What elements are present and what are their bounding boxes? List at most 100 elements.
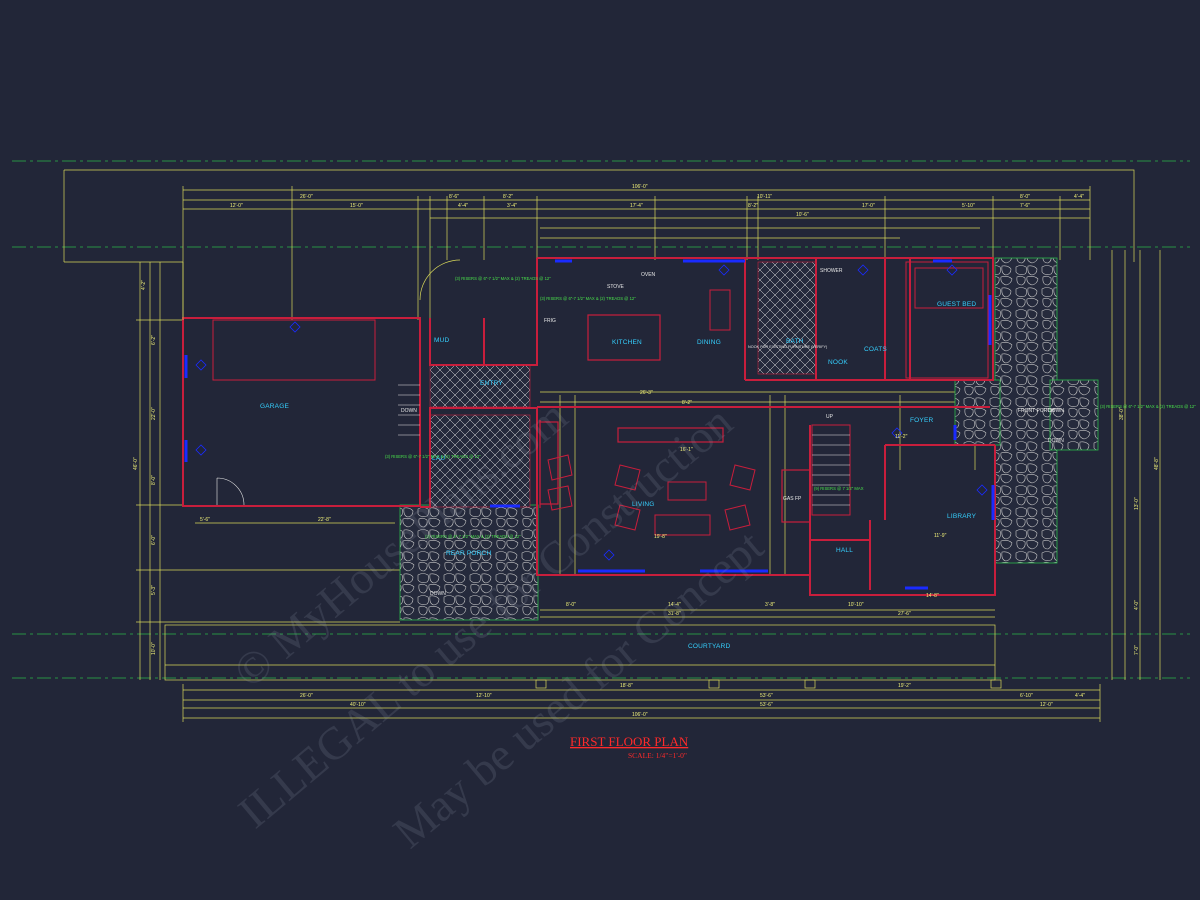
dim-right-1: 38'-0": [1119, 407, 1125, 420]
label-rear-porch: REAR PORCH: [446, 550, 491, 557]
label-bath: BATH: [786, 338, 804, 345]
dim-top-5: 8'-0": [1020, 194, 1030, 200]
dim-inner-7: 10'-10": [848, 602, 864, 608]
room-labels: GARAGE MUD ENTRY LAU STOVE OVEN FRIG KIT…: [260, 268, 1064, 650]
dim-second-8: 17'-0": [862, 203, 875, 209]
dim-right-5: 7'-0": [1134, 645, 1140, 655]
dim-second-3: 4'-4": [458, 203, 468, 209]
dim-bottom-6: 6'-10": [1020, 693, 1033, 699]
note-risers-4: (3) RISERS @ 6"-7 1/2" MAX & (2) TREADS …: [1100, 404, 1196, 409]
dim-second-4: 3'-4": [507, 203, 517, 209]
label-stove: STOVE: [607, 284, 625, 290]
note-risers-1: (3) RISERS @ 6"-7 1/2" MAX & (2) TREADS …: [455, 276, 551, 281]
dim-bottom-8: 40'-10": [350, 702, 366, 708]
dim-bottom-1: 26'-0": [300, 693, 313, 699]
dim-bottom-4: 53'-6": [760, 693, 773, 699]
dim-left-4: 8'-0": [151, 475, 157, 485]
furniture: [182, 259, 984, 536]
dim-left-5: 6'-0": [151, 535, 157, 545]
plan-title: FIRST FLOOR PLAN: [570, 734, 689, 749]
label-garage: GARAGE: [260, 403, 289, 410]
label-guest-bed: GUEST BED: [937, 301, 976, 308]
dim-bottom-5: 19'-2": [898, 683, 911, 689]
tile-floors: [429, 261, 817, 508]
dim-inner-12: 16'-1": [680, 447, 693, 453]
dim-inner-9: 14'-8": [926, 593, 939, 599]
dim-second-7: 10'-6": [796, 212, 809, 218]
dim-left-7: 46'-0": [133, 457, 139, 470]
dim-bottom-9: 53'-6": [760, 702, 773, 708]
note-risers-5: (3) RISERS @ 6"-7 1/2" MAX & (2) TREADS …: [540, 296, 636, 301]
label-courtyard: COURTYARD: [688, 643, 730, 650]
plan-title-block: FIRST FLOOR PLAN SCALE: 1/4"=1'-0": [570, 734, 689, 760]
dim-inner-4: 14'-4": [668, 602, 681, 608]
stone-paving: [399, 257, 1099, 621]
watermark: © MyHousePlans.com ILLEGAL to use for Co…: [224, 390, 773, 858]
dim-inner-11: 8'-2": [682, 400, 692, 406]
dim-inner-5: 3'-8": [765, 602, 775, 608]
label-kitchen: KITCHEN: [612, 339, 642, 346]
dim-inner-13: 11'-2": [895, 434, 908, 440]
label-down-2: DOWN: [430, 591, 446, 597]
label-fridge: FRIG: [544, 318, 556, 324]
dim-top-3: 8'-2": [503, 194, 513, 200]
dim-left-1: 4'-2": [141, 280, 147, 290]
dim-left-3: 22'-0": [151, 407, 157, 420]
label-front-porch: FRONT PORCH: [1018, 408, 1055, 414]
dim-inner-3: 8'-0": [566, 602, 576, 608]
label-dining: DINING: [697, 339, 721, 346]
label-laundry: LAU: [432, 455, 445, 462]
label-entry: ENTRY: [480, 380, 503, 387]
label-oven: OVEN: [641, 272, 656, 278]
dim-second-9: 5'-10": [962, 203, 975, 209]
dim-inner-14: 19'-8": [654, 534, 667, 540]
dim-inner-6: 31'-8": [668, 611, 681, 617]
dim-bottom-7: 4'-4": [1075, 693, 1085, 699]
note-risers-2: (3) RISERS @ 6"-7 1/2" MAX & (2) TREADS …: [385, 454, 481, 459]
stair-notes: (3) RISERS @ 6"-7 1/2" MAX & (2) TREADS …: [385, 276, 1196, 539]
dim-second-1: 12'-0": [230, 203, 243, 209]
dim-inner-10: 26'-3": [640, 390, 653, 396]
label-hall: HALL: [836, 547, 853, 554]
label-gas-fp: GAS FP: [783, 496, 802, 502]
dim-inner-8: 27'-6": [898, 611, 911, 617]
walls: [182, 257, 996, 596]
label-nook-furniture: NOOK FOR EXISTING FURNITURE (VERIFY): [748, 345, 828, 349]
dimension-text: 106'-0" 26'-0" 8'-6" 8'-2" 10'-11" 8'-0"…: [133, 184, 1160, 718]
dim-inner-1: 5'-6": [200, 517, 210, 523]
dim-top-1: 26'-0": [300, 194, 313, 200]
stair-treads: [398, 384, 850, 506]
dim-bottom-2: 12'-10": [476, 693, 492, 699]
label-down-4: DOWN: [1048, 438, 1064, 444]
dim-inner-15: 11'-9": [934, 533, 947, 539]
label-coats: COATS: [864, 346, 887, 353]
label-living: LIVING: [632, 501, 655, 508]
dim-second-10: 7'-6": [1020, 203, 1030, 209]
dim-second-2: 15'-0": [350, 203, 363, 209]
label-nook: NOOK: [828, 359, 848, 366]
dim-overall-top: 106'-0": [632, 184, 648, 190]
dim-right-4: 4'-0": [1134, 600, 1140, 610]
label-library: LIBRARY: [947, 513, 977, 520]
dim-bottom-3: 18'-8": [620, 683, 633, 689]
dim-second-5: 17'-4": [630, 203, 643, 209]
dim-right-3: 13'-0": [1134, 497, 1140, 510]
dim-top-2: 8'-6": [449, 194, 459, 200]
windows: [184, 259, 995, 590]
plan-scale: SCALE: 1/4"=1'-0": [628, 751, 687, 760]
dim-inner-2: 22'-8": [318, 517, 331, 523]
centerlines: [12, 160, 1190, 679]
label-down-1: DOWN: [401, 408, 417, 414]
note-risers-3: (3) RISERS @ 6"-7 1/2" MAX & (2) TREADS …: [425, 534, 521, 539]
label-shower: SHOWER: [820, 268, 843, 274]
label-foyer: FOYER: [910, 417, 933, 424]
dim-top-6: 4'-4": [1074, 194, 1084, 200]
dim-bottom-10: 12'-0": [1040, 702, 1053, 708]
dim-right-2: 48'-8": [1154, 457, 1160, 470]
dim-left-2: 6'-2": [151, 335, 157, 345]
dim-top-4: 10'-11": [757, 194, 772, 200]
blue-symbols: [195, 264, 988, 561]
label-mud: MUD: [434, 337, 450, 344]
dim-second-6: 8'-2": [748, 203, 758, 209]
